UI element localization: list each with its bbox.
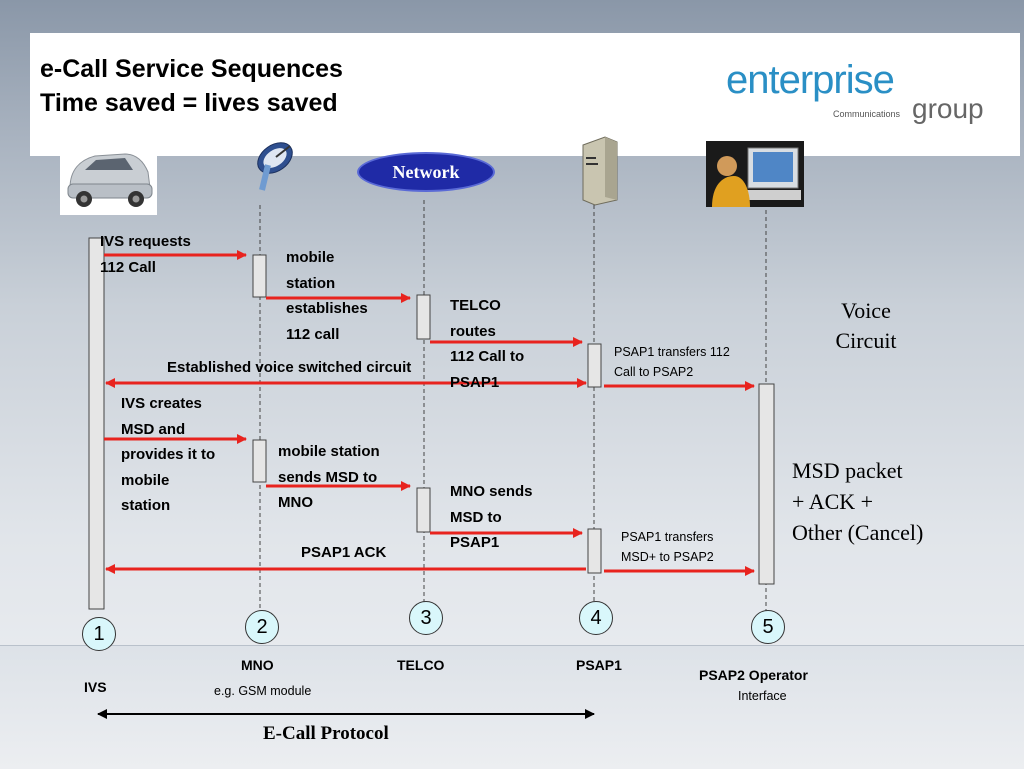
msg-line: MSD and [121,420,186,438]
activation-mno-1 [252,254,267,298]
activation-mno-2 [252,439,267,483]
activation-telco-2 [416,487,431,533]
msg-line: mobile station [278,443,380,460]
lane-number-5: 5 [751,610,785,644]
lane-number-1: 1 [82,617,116,651]
msg-mobile-station-establishes: mobile station establishes 112 call [286,245,368,347]
bottom-band [0,645,1024,769]
lane-number-4: 4 [579,601,613,635]
car-icon [60,141,157,215]
msg-line: mobile [286,249,335,266]
msg-line: PSAP1 [450,373,500,391]
lane-sub-mno: e.g. GSM module [214,684,312,698]
msg-established-circuit: Established voice switched circuit [167,359,412,376]
activation-psap2 [758,383,775,585]
network-cloud: Network [357,152,495,192]
msg-line: MSD+ to PSAP2 [621,550,714,564]
msg-line: station [121,497,171,514]
msg-line: MNO [278,494,313,511]
lane-name-ivs: IVS [84,679,107,695]
msg-ivs-requests: IVS requests 112 Call [100,229,191,280]
msg-line: establishes [286,300,368,317]
activation-ivs [88,237,105,610]
msg-line: IVS requests [100,233,191,250]
msg-line: mobile [121,471,170,489]
enterprise-group-logo: enterprise Communications group [726,58,996,128]
msg-line: PSAP1 [450,534,500,551]
title-line-2: Time saved = lives saved [40,89,338,117]
msg-ivs-creates-msd: IVS creates MSD and provides it to mobil… [121,391,215,519]
msg-line: PSAP1 transfers [621,530,714,544]
msg-psap1-ack: PSAP1 ACK [301,544,387,561]
label-line: Other (Cancel) [792,520,924,545]
lane-name-psap2: PSAP2 Operator [699,667,808,683]
ecall-protocol-label: E-Call Protocol [263,723,389,744]
label-line: + ACK + [792,489,874,514]
msg-line: 112 Call to [450,348,525,365]
msg-line: MNO sends [450,483,533,500]
lane-name-psap1: PSAP1 [576,657,622,673]
msg-line: TELCO [450,297,501,314]
logo-word: enterprise [726,58,895,102]
label-line: MSD packet [792,458,903,483]
msg-mobile-station-sends-msd: mobile station sends MSD to MNO [278,439,380,516]
lane-number-2: 2 [245,610,279,644]
label-line: Circuit [835,328,897,353]
header-box [30,33,1020,156]
lane-name-mno: MNO [241,657,274,673]
operator-workstation-icon [706,141,804,207]
msg-line: station [286,274,336,292]
lane-name-telco: TELCO [397,657,445,673]
msg-line: MSD to [450,508,502,526]
activation-psap1-1 [587,343,602,388]
satellite-dish-icon [257,142,293,191]
msg-line: PSAP1 transfers 112 [614,345,730,359]
msg-line: Call to PSAP2 [614,365,694,379]
voice-circuit-label: Voice Circuit [826,296,906,356]
activation-telco-1 [416,294,431,340]
activation-psap1-2 [587,528,602,574]
logo-small: Communications [833,109,901,119]
label-line: Voice [841,298,891,323]
msg-psap1-transfers-call: PSAP1 transfers 112 Call to PSAP2 [614,342,730,382]
msg-line: provides it to [121,446,216,463]
page-title: e-Call Service Sequences Time saved = li… [40,52,343,120]
msg-psap1-transfers-msd: PSAP1 transfers MSD+ to PSAP2 [621,527,714,567]
msg-line: 112 Call [100,258,156,276]
msg-line: routes [450,322,496,340]
logo-group: group [912,93,984,124]
lane-number-3: 3 [409,601,443,635]
msg-telco-routes: TELCO routes 112 Call to PSAP1 [450,293,524,395]
title-line-1: e-Call Service Sequences [40,55,343,83]
msd-packet-label: MSD packet + ACK + Other (Cancel) [792,455,923,548]
msg-line: sends MSD to [278,468,378,486]
msg-mno-sends-msd: MNO sends MSD to PSAP1 [450,479,533,556]
lane-sub-psap2: Interface [738,689,787,703]
msg-line: IVS creates [121,395,202,412]
server-icon [582,136,618,206]
msg-line: 112 call [286,325,340,343]
